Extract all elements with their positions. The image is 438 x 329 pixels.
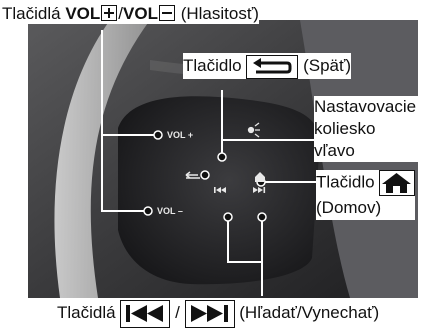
seek-buttons-label: Tlačidlá / (Hľadať/Vynechať) <box>57 298 380 328</box>
volume-slash: / <box>118 4 124 23</box>
wheel-label: Nastavovacie koliesko vľavo <box>314 96 421 162</box>
wheel-label-line3: vľavo <box>314 141 355 160</box>
seek-slash: / <box>175 303 180 322</box>
wheel-skip-forward-icon <box>253 187 266 193</box>
skip-forward-icon <box>184 299 235 328</box>
volume-buttons-label: Tlačidlá VOL/VOL (Hlasitosť) <box>2 4 259 24</box>
vol-plus-text: VOL <box>65 4 101 23</box>
wheel-label-line2: koliesko <box>314 119 376 138</box>
wheel-skip-back-icon <box>214 187 226 193</box>
wheel-vol-plus-text: VOL + <box>167 130 193 140</box>
back-button-label: Tlačidlo (Späť) <box>183 53 352 79</box>
skip-back-icon <box>120 299 171 328</box>
back-icon <box>246 54 299 79</box>
plus-icon <box>101 5 118 21</box>
seek-suffix: (Hľadať/Vynechať) <box>239 303 380 322</box>
wheel-label-line1: Nastavovacie <box>314 97 417 116</box>
back-suffix: (Späť) <box>303 56 352 75</box>
home-icon <box>379 170 416 196</box>
wheel-back-icon <box>185 171 200 179</box>
seek-prefix: Tlačidlá <box>57 303 116 322</box>
wheel-voice-icon <box>247 122 260 138</box>
volume-suffix: (Hlasitosť) <box>180 4 259 23</box>
vol-minus-text: VOL <box>123 4 158 23</box>
wheel-home-icon <box>255 172 265 182</box>
home-button-label: Tlačidlo (Domov) <box>316 170 416 220</box>
home-suffix: (Domov) <box>316 198 382 217</box>
home-prefix: Tlačidlo <box>316 172 375 192</box>
volume-prefix: Tlačidlá <box>2 4 61 23</box>
wheel-vol-minus-text: VOL – <box>157 206 183 216</box>
minus-icon <box>158 5 175 21</box>
back-prefix: Tlačidlo <box>183 56 242 75</box>
